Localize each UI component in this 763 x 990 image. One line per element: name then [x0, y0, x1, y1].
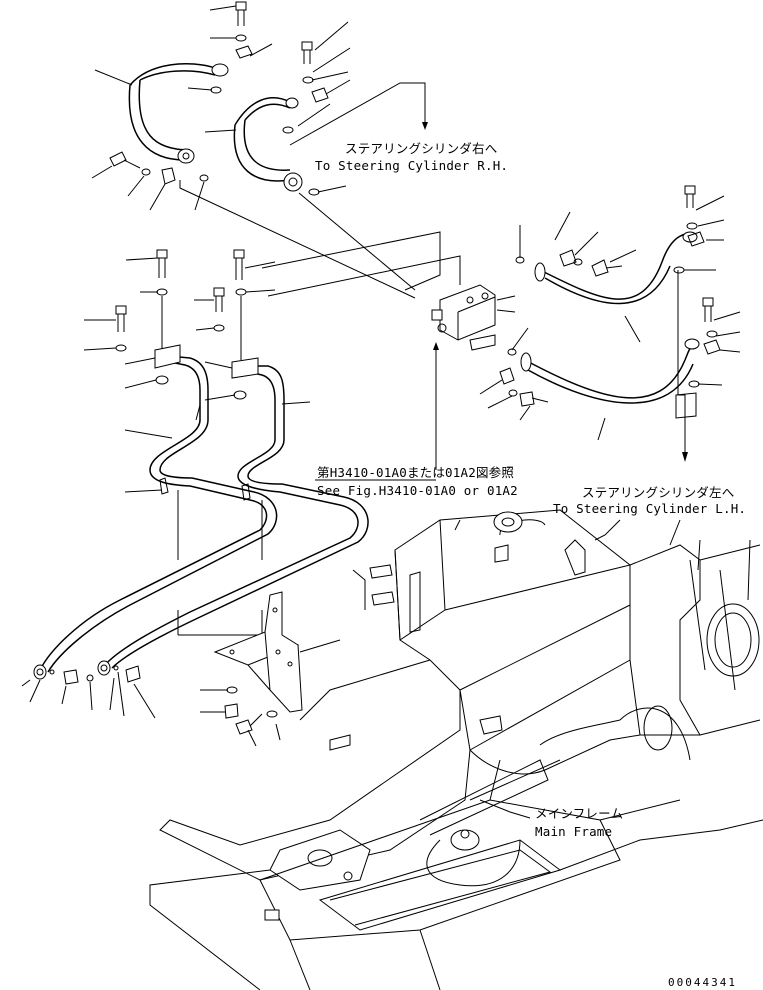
label-cylinder-lh-en: To Steering Cylinder L.H. [553, 501, 747, 516]
drawing-number: 00044341 [668, 976, 737, 989]
clamp-group-middle [213, 249, 259, 400]
bolt-group-top [210, 1, 329, 134]
label-main-frame-en: Main Frame [535, 824, 613, 839]
valve-block [179, 180, 529, 351]
leaders-upper [91, 5, 428, 211]
label-cylinder-rh-jp: ステアリングシリンダ右へ [345, 141, 498, 156]
hose-lh-upper [534, 231, 698, 305]
bracket-lines [177, 490, 263, 650]
steel-tubes [39, 355, 369, 673]
leaders-left [83, 257, 311, 493]
label-cylinder-lh-jp: ステアリングシリンダ左へ [582, 485, 735, 500]
hose-rh-upper [128, 63, 229, 164]
hose-rh-lower [233, 97, 303, 192]
leaders-right [479, 195, 741, 462]
bolt-group-right [499, 185, 721, 407]
label-reference-en: See Fig.H3410-01A0 or 01A2 [317, 483, 518, 498]
bolt-group-left [109, 151, 320, 196]
leaders-ref [315, 342, 751, 819]
lower-plate [149, 659, 763, 990]
label-cylinder-rh-en: To Steering Cylinder R.H. [315, 158, 509, 173]
fittings-bottom-left [21, 660, 156, 719]
mounting-bracket [200, 591, 341, 747]
clamp-group-left [115, 249, 181, 385]
hose-lh-lower [520, 338, 700, 404]
label-main-frame-jp: メインフレーム [535, 806, 624, 821]
label-reference-jp: 第H3410-01A0または01A2図参照 [317, 465, 515, 480]
main-frame [159, 509, 761, 887]
